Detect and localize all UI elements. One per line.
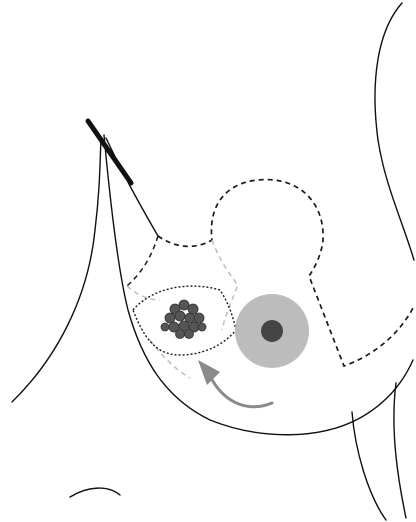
nipple xyxy=(261,320,283,342)
